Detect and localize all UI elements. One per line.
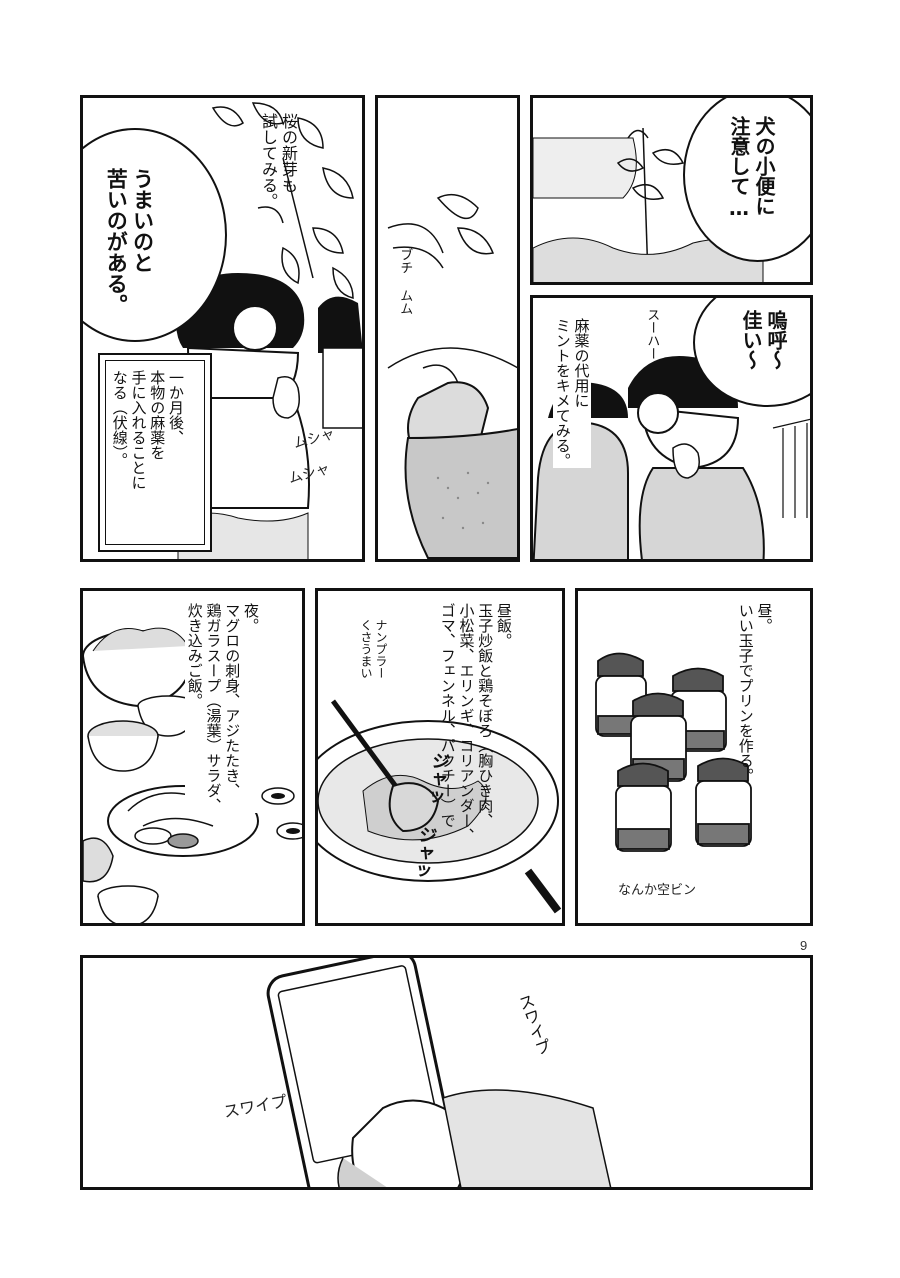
- sfx-inhale: スーハー: [644, 308, 660, 360]
- panel7-illustration: [83, 627, 302, 923]
- note-text: ナンプラーくさうまい: [359, 619, 388, 679]
- caption-box: [98, 353, 212, 552]
- panel-dog-warning: 犬の小便に注意して…: [530, 95, 813, 285]
- sfx-pluck: ブチ ムム: [397, 248, 413, 315]
- narration-text: 昼。いい玉子でプリンを作る。: [736, 603, 774, 783]
- panel3-illustration: [533, 127, 764, 282]
- bubble-text: うまいのと苦いのがある。: [104, 168, 155, 315]
- bubble-text: 犬の小便に注意して…: [727, 116, 776, 220]
- panel6-illustration: [318, 699, 562, 914]
- panel-mint: 嗚呼〜佳い〜 麻薬の代用にミントをキメてみる。 スーハー: [530, 295, 813, 562]
- panel8-illustration: [266, 958, 612, 1187]
- speech-bubble: [683, 98, 810, 262]
- panel-cherry-sprouts: うまいのと苦いのがある。 桜の新芽も試してみる。 一か月後、本物の麻薬を手に入れ…: [80, 95, 365, 562]
- narration-text: 昼飯。玉子炒飯と鶏そぼろ（胸ひき肉、小松菜、エリンギ、コリアンダー、ゴマ、フェン…: [438, 603, 513, 843]
- speech-bubble: [83, 128, 227, 342]
- panel5-illustration: [595, 652, 752, 852]
- narration-text: 桜の新芽も試してみる。: [259, 113, 298, 209]
- narration-text: 夜。マグロの刺身、アジたたき、鶏ガラスープ（湯葉）サラダ、炊き込みご飯。: [185, 603, 260, 813]
- panel-dinner: 夜。マグロの刺身、アジたたき、鶏ガラスープ（湯葉）サラダ、炊き込みご飯。: [80, 588, 305, 926]
- note-text: なんか空ビン: [618, 883, 697, 898]
- panel-lunch: 昼飯。玉子炒飯と鶏そぼろ（胸ひき肉、小松菜、エリンギ、コリアンダー、ゴマ、フェン…: [315, 588, 565, 926]
- page-number: 9: [800, 938, 808, 953]
- panel4-illustration: [533, 356, 810, 559]
- panel-pudding: 昼。いい玉子でプリンを作る。 なんか空ビン: [575, 588, 813, 926]
- panel2-illustration: [387, 193, 517, 559]
- caption-text: 一か月後、本物の麻薬を手に入れることになる（伏線）。: [110, 370, 185, 490]
- bubble-text: 嗚呼〜佳い〜: [739, 310, 788, 370]
- panel-picking-leaves: ブチ ムム: [375, 95, 520, 562]
- panel-smartphone: スワイプ スワイプ: [80, 955, 813, 1190]
- narration-text: 麻薬の代用にミントをキメてみる。: [553, 318, 591, 468]
